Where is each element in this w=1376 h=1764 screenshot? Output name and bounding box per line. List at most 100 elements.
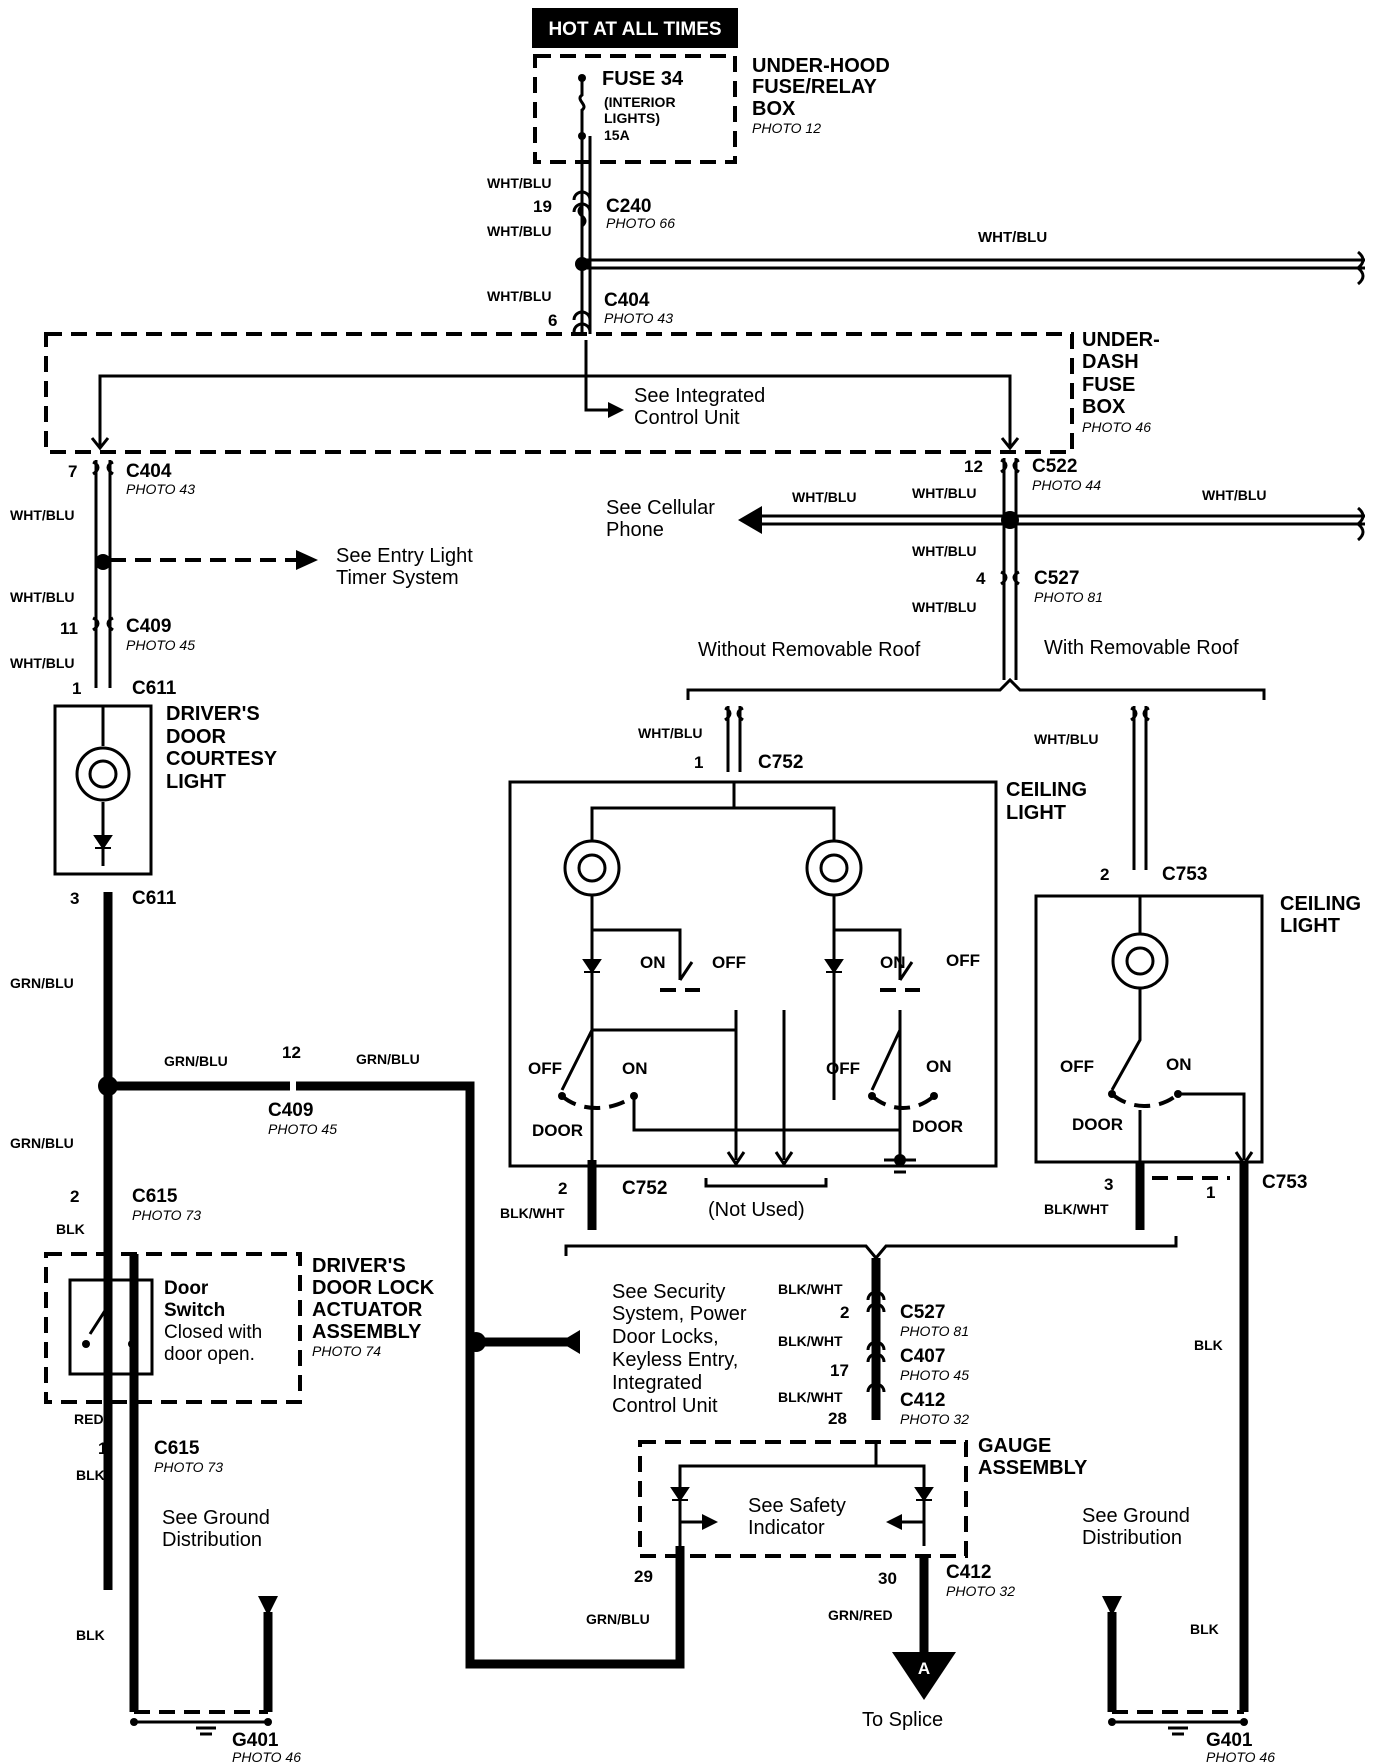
pin-30: 30: [878, 1569, 897, 1588]
photo-label: PHOTO 81: [1034, 589, 1103, 605]
wire-label: RED: [74, 1411, 104, 1427]
pin-12-c522: 12: [964, 457, 983, 476]
wire-label: WHT/BLU: [792, 489, 857, 505]
door-lock-actuator-box: [44, 1252, 302, 1404]
wire-label: GRN/BLU: [10, 1135, 74, 1151]
fuse-symbol: [578, 78, 586, 136]
door-switch-label-2: Switch: [164, 1300, 225, 1321]
gauge-label-2: ASSEMBLY: [978, 1457, 1088, 1479]
switch-off: OFF: [712, 953, 746, 972]
wire-label: GRN/BLU: [10, 975, 74, 991]
ceiling-1-label-1: CEILING: [1006, 779, 1087, 801]
wire-label: BLK/WHT: [1044, 1201, 1109, 1217]
pin-2-c527: 2: [840, 1303, 849, 1322]
lock-label-4: ASSEMBLY: [312, 1321, 422, 1343]
note-with-roof: With Removable Roof: [1044, 637, 1239, 659]
underdash-label-1: UNDER-: [1082, 329, 1160, 351]
pin-3-c753: 3: [1104, 1175, 1113, 1194]
wire-label: WHT/BLU: [1202, 487, 1267, 503]
underdash-photo: PHOTO 46: [1082, 419, 1151, 435]
courtesy-label-4: LIGHT: [166, 771, 226, 793]
pin-19: 19: [533, 197, 552, 216]
lock-label-3: ACTUATOR: [312, 1299, 423, 1321]
c611-label-bottom: C611: [132, 888, 177, 909]
wire-label: WHT/BLU: [487, 175, 552, 191]
switch-on: ON: [622, 1059, 648, 1078]
lock-label-2: DOOR LOCK: [312, 1277, 435, 1299]
switch-on: ON: [640, 953, 666, 972]
wire-label: BLK: [56, 1221, 85, 1237]
note-ground-left-1: See Ground: [162, 1507, 270, 1529]
c527-label-bottom: C527: [900, 1302, 945, 1323]
photo-label: PHOTO 45: [268, 1121, 337, 1137]
photo-label: PHOTO 45: [900, 1367, 969, 1383]
courtesy-bulb: [75, 746, 131, 802]
note-entry-1: See Entry Light: [336, 545, 473, 567]
c240-label: C240: [606, 196, 651, 217]
c615-label-bottom: C615: [154, 1438, 200, 1459]
brace-bottom: [564, 1236, 1178, 1261]
ceiling-light-2-box: [1034, 894, 1264, 1164]
switch-off: OFF: [1060, 1057, 1094, 1076]
underdash-label-3: FUSE: [1082, 374, 1135, 396]
underdash-label-2: DASH: [1082, 351, 1139, 373]
note-ground-right-1: See Ground: [1082, 1505, 1190, 1527]
pin-2: 2: [70, 1187, 79, 1206]
pin-1-c752: 1: [694, 753, 703, 772]
c615-label-top: C615: [132, 1186, 178, 1207]
fuse-sub-2: LIGHTS): [604, 110, 660, 126]
wire-label: GRN/BLU: [586, 1611, 650, 1627]
photo-label: PHOTO 43: [604, 310, 673, 326]
pin-11: 11: [60, 619, 78, 638]
note-security-3: Door Locks,: [612, 1326, 719, 1348]
pin-1: 1: [72, 679, 81, 698]
note-security-6: Control Unit: [612, 1395, 718, 1417]
g401-label-right: G401: [1206, 1730, 1253, 1751]
pin-28: 28: [828, 1409, 847, 1428]
pin-12: 12: [282, 1043, 301, 1062]
ceiling-2-bulb: [1111, 932, 1169, 990]
courtesy-label-2: DOOR: [166, 726, 227, 748]
wire-label: WHT/BLU: [912, 485, 977, 501]
note-entry-2: Timer System: [336, 567, 459, 589]
pin-7: 7: [68, 462, 77, 481]
photo-label: PHOTO 73: [154, 1459, 223, 1475]
photo-label: PHOTO 66: [606, 215, 675, 231]
gauge-assembly-box: [638, 1440, 968, 1558]
underhood-label-1: UNDER-HOOD: [752, 55, 890, 77]
c752-label-top: C752: [758, 752, 803, 773]
wire-label: GRN/RED: [828, 1607, 893, 1623]
ceiling-2-label-2: LIGHT: [1280, 915, 1340, 937]
splice-arrow: [892, 1652, 956, 1700]
photo-label: PHOTO 73: [132, 1207, 201, 1223]
ground-symbol-right: [1164, 1720, 1192, 1736]
underdash-fuse-box: [44, 332, 1074, 454]
wire-label: WHT/BLU: [1034, 731, 1099, 747]
photo-label: PHOTO 44: [1032, 477, 1101, 493]
wire-label: WHT/BLU: [10, 507, 75, 523]
c522-label: C522: [1032, 456, 1077, 477]
switch-on: ON: [880, 953, 906, 972]
wire-label: WHT/BLU: [638, 725, 703, 741]
c752-label-bottom: C752: [622, 1178, 667, 1199]
pin-1: 1: [98, 1439, 107, 1458]
wire-label: BLK: [76, 1467, 105, 1483]
underhood-label-2: FUSE/RELAY: [752, 76, 878, 98]
c412-label-top: C412: [900, 1390, 945, 1411]
note-cellular-2: Phone: [606, 519, 664, 541]
switch-door: DOOR: [532, 1121, 583, 1140]
note-ground-left-2: Distribution: [162, 1529, 262, 1551]
underhood-label-3: BOX: [752, 98, 796, 120]
wire-label: WHT/BLU: [978, 229, 1047, 246]
note-to-splice: To Splice: [862, 1709, 943, 1731]
lock-label-1: DRIVER'S: [312, 1255, 406, 1277]
wire-label: WHT/BLU: [487, 223, 552, 239]
c527-label-top: C527: [1034, 568, 1079, 589]
wire-label: WHT/BLU: [10, 655, 75, 671]
wire-label: BLK/WHT: [778, 1281, 843, 1297]
pin-3: 3: [70, 889, 79, 908]
ceiling-light-1-box: [508, 780, 998, 1168]
photo-label: PHOTO 74: [312, 1343, 381, 1359]
courtesy-label-1: DRIVER'S: [166, 703, 260, 725]
note-security-4: Keyless Entry,: [612, 1349, 738, 1371]
